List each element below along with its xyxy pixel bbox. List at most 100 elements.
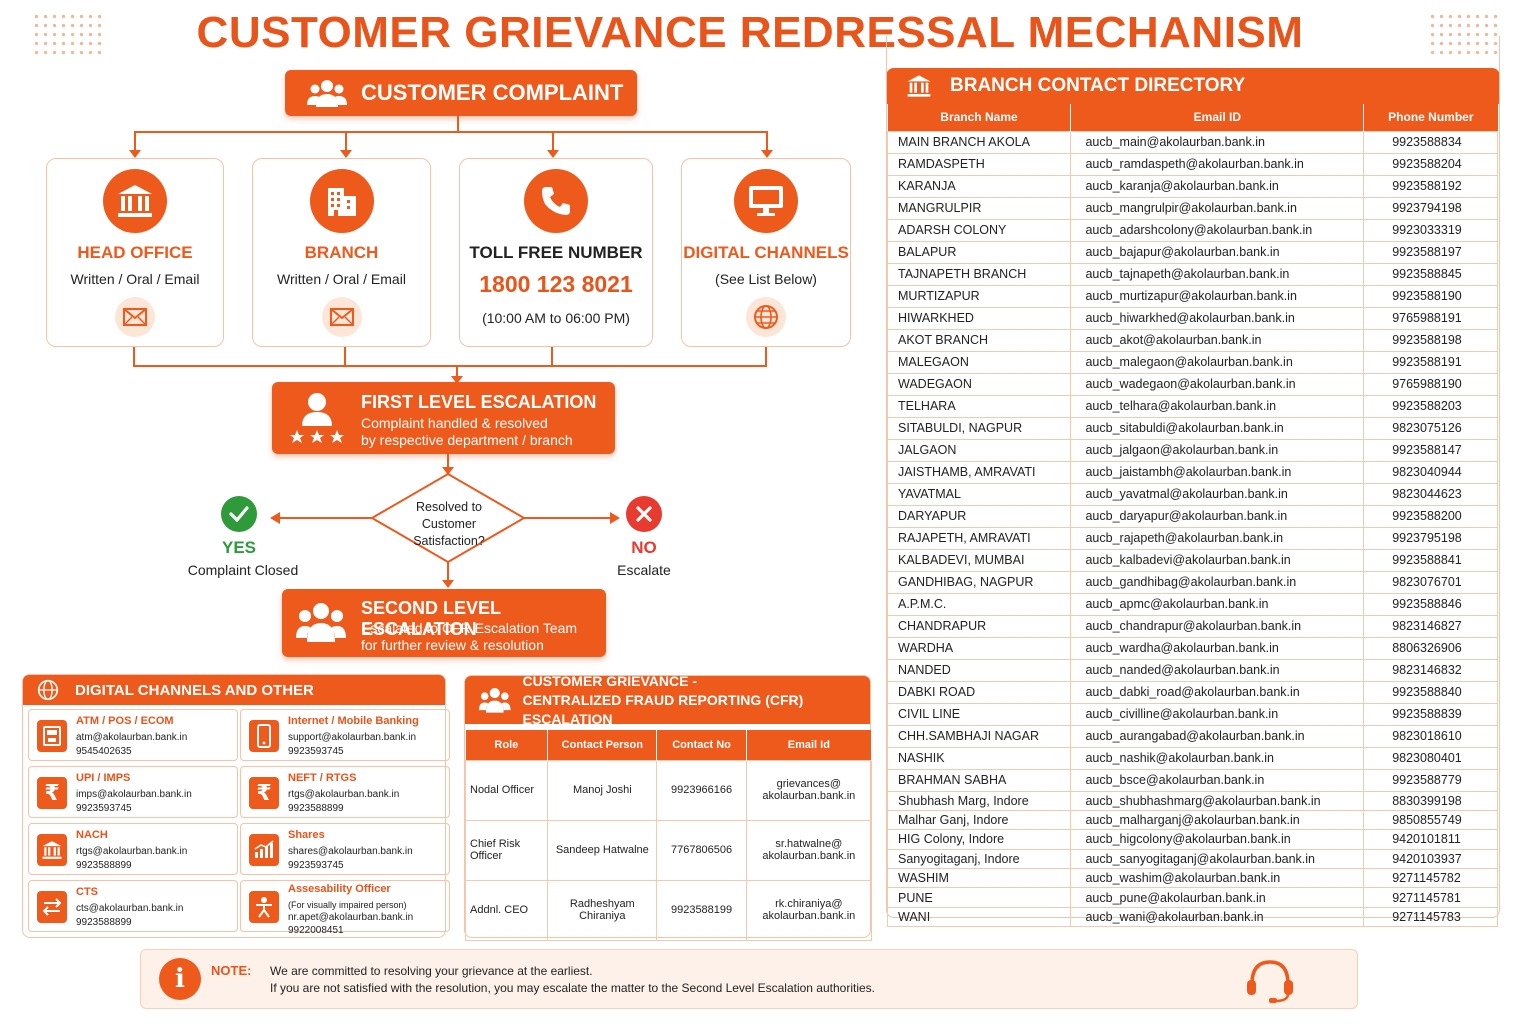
branch-email: aucb_aurangabad@akolaurban.bank.in <box>1070 724 1365 748</box>
customer-complaint-box: CUSTOMER COMPLAINT <box>285 70 637 116</box>
branch-name: CHANDRAPUR <box>886 614 1072 638</box>
cfr-phone: 9923588199 <box>656 879 747 941</box>
digital-channels-title: DIGITAL CHANNELS AND OTHER <box>75 681 314 699</box>
cfr-email: rk.chiraniya@akolaurban.bank.in <box>745 879 873 941</box>
branch-phone: 9823080401 <box>1363 746 1498 770</box>
branch-phone: 9765988191 <box>1363 306 1498 330</box>
branch-email: aucb_adarshcolony@akolaurban.bank.in <box>1070 218 1365 242</box>
cfr-person: Radheshyam Chiraniya <box>547 879 658 941</box>
second-level-line2: for further review & resolution <box>361 637 544 653</box>
digital-channel-name: Assesability Officer <box>288 883 391 895</box>
branch-email: aucb_wardha@akolaurban.bank.in <box>1070 636 1365 660</box>
mobile-icon <box>249 720 279 752</box>
branch-directory-header: BRANCH CONTACT DIRECTORY <box>886 68 1500 104</box>
branch-phone: 9923588204 <box>1363 152 1498 176</box>
branch-name: RAMDASPETH <box>886 152 1072 176</box>
monitor-icon <box>734 169 798 233</box>
branch-name: SITABULDI, NAGPUR <box>886 416 1072 440</box>
digital-channel-name: NEFT / RTGS <box>288 772 357 784</box>
channel-card-branch: BRANCH Written / Oral / Email <box>252 158 431 347</box>
channel-title: TOLL FREE NUMBER <box>469 243 643 262</box>
branch-name: MANGRULPIR <box>886 196 1072 220</box>
branch-name: CHH.SAMBHAJI NAGAR <box>886 724 1072 748</box>
digital-channel-email: atm@akolaurban.bank.in <box>76 732 188 743</box>
no-label: NO <box>631 538 657 557</box>
cfr-title2: CENTRALIZED FRAUD REPORTING (CFR) ESCALA… <box>522 691 804 727</box>
connector <box>134 131 136 153</box>
globe-icon <box>746 297 786 337</box>
envelope-icon <box>115 297 155 337</box>
branch-name: BALAPUR <box>886 240 1072 264</box>
branch-directory-table: Branch Name Email ID Phone Number MAIN B… <box>886 104 1498 928</box>
connector <box>766 131 768 153</box>
branch-phone: 9823146827 <box>1363 614 1498 638</box>
customer-complaint-title: CUSTOMER COMPLAINT <box>361 80 624 105</box>
digital-channel-email: support@akolaurban.bank.in <box>288 732 417 743</box>
branch-name: CIVIL LINE <box>886 702 1072 726</box>
digital-channel-email: rtgs@akolaurban.bank.in <box>76 846 188 857</box>
branch-name: TAJNAPETH BRANCH <box>886 262 1072 286</box>
digital-channel-phone: 9923593745 <box>76 803 132 814</box>
branch-email: aucb_washim@akolaurban.bank.in <box>1070 868 1365 889</box>
cfr-email: sr.hatwalne@akolaurban.bank.in <box>745 819 873 881</box>
branch-email: aucb_tajnapeth@akolaurban.bank.in <box>1070 262 1365 286</box>
branch-email: aucb_pune@akolaurban.bank.in <box>1070 887 1365 908</box>
no-sub: Escalate <box>617 562 671 578</box>
digital-channel-phone: 9922008451 <box>288 925 344 936</box>
toll-free-hours: (10:00 AM to 06:00 PM) <box>482 310 630 326</box>
cfr-phone: 9923966166 <box>656 759 747 821</box>
branch-phone: 9823075126 <box>1363 416 1498 440</box>
branch-email: aucb_daryapur@akolaurban.bank.in <box>1070 504 1365 528</box>
branch-name: HIWARKHED <box>886 306 1072 330</box>
bank-icon <box>37 834 67 866</box>
branch-phone: 9923588846 <box>1363 592 1498 616</box>
digital-channel-name: ATM / POS / ECOM <box>76 715 174 727</box>
yes-label: YES <box>221 538 257 557</box>
branch-name: HIG Colony, Indore <box>886 829 1072 850</box>
arrows-icon <box>37 891 67 923</box>
branch-name: MAIN BRANCH AKOLA <box>886 130 1072 154</box>
phone-icon <box>524 169 588 233</box>
decision-line2: Customer <box>421 517 477 531</box>
yes-sub: Complaint Closed <box>187 562 299 578</box>
branch-name: BRAHMAN SABHA <box>886 768 1072 792</box>
connector <box>345 131 347 153</box>
digital-channel-email: nr.apet@akolaurban.bank.in <box>288 912 414 923</box>
building-icon <box>309 169 374 233</box>
channel-card-head-office: HEAD OFFICE Written / Oral / Email <box>46 158 224 347</box>
connector <box>457 116 459 132</box>
rupee-icon: ₹ <box>249 777 279 809</box>
branch-phone: 9923588834 <box>1363 130 1498 154</box>
digital-channels-header: DIGITAL CHANNELS AND OTHER <box>23 675 445 705</box>
branch-name: AKOT BRANCH <box>886 328 1072 352</box>
branch-phone: 9420103937 <box>1363 848 1498 870</box>
dir-col-phone: Phone Number <box>1363 104 1498 131</box>
channel-sub: Written / Oral / Email <box>277 271 406 287</box>
branch-phone: 9923588841 <box>1363 548 1498 572</box>
digital-channel-phone: 9923588899 <box>76 917 132 928</box>
branch-email: aucb_ramdaspeth@akolaurban.bank.in <box>1070 152 1365 176</box>
branch-name: KALBADEVI, MUMBAI <box>886 548 1072 572</box>
branch-name: A.P.M.C. <box>886 592 1072 616</box>
branch-phone: 9271145781 <box>1363 887 1498 908</box>
